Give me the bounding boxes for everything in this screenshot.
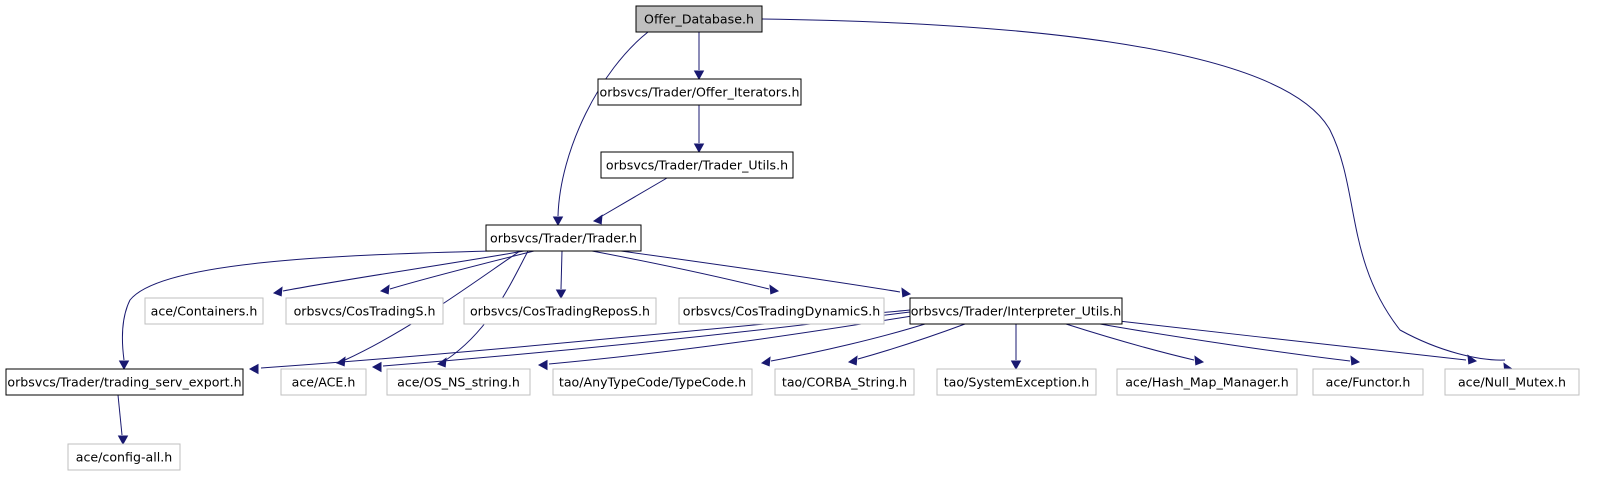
node-label-costradings: orbsvcs/CosTradingS.h — [294, 304, 436, 319]
node-box-trading_serv[interactable] — [5, 368, 244, 396]
arrowhead-trading_serv-to-config_all — [117, 435, 129, 446]
arrowhead-trader-to-costradingdynamic — [769, 284, 780, 295]
node-layer: Offer_Database.h orbsvcs/Trader/Offer_Ite… — [5, 5, 1580, 471]
node-label-trader_utils: orbsvcs/Trader/Trader_Utils.h — [606, 158, 788, 173]
edge-interpreter_utils-to-null_mutex — [1109, 319, 1467, 361]
node-label-costradingrepos: orbsvcs/CosTradingReposS.h — [470, 304, 650, 319]
node-label-trader: orbsvcs/Trader/Trader.h — [490, 231, 637, 246]
node-label-corba_string: tao/CORBA_String.h — [782, 375, 907, 390]
node-box-interpreter_utils[interactable] — [909, 297, 1123, 325]
node-label-ace_ace: ace/ACE.h — [292, 375, 356, 390]
node-corba_string[interactable]: tao/CORBA_String.h — [774, 368, 915, 396]
arrowhead-trader-to-trading_serv — [118, 360, 130, 371]
node-label-config_all: ace/config-all.h — [76, 450, 172, 465]
node-label-offer_database: Offer_Database.h — [644, 12, 754, 27]
arrowhead-interpreter_utils-to-hash_map_manager — [1194, 355, 1205, 366]
node-box-ace_ace[interactable] — [280, 368, 367, 396]
node-box-costradingdynamic[interactable] — [678, 297, 885, 325]
node-null_mutex[interactable]: ace/Null_Mutex.h — [1444, 368, 1580, 396]
node-box-config_all[interactable] — [67, 443, 181, 471]
edge-trader-to-trading_serv — [121, 250, 493, 361]
node-box-hash_map_manager[interactable] — [1116, 368, 1298, 396]
edge-interpreter_utils-to-typecode — [770, 323, 926, 362]
node-box-functor[interactable] — [1312, 368, 1424, 396]
node-box-costradings[interactable] — [285, 297, 444, 325]
node-box-corba_string[interactable] — [774, 368, 915, 396]
edge-trader-to-containers — [282, 250, 525, 292]
node-trader[interactable]: orbsvcs/Trader/Trader.h — [485, 224, 642, 252]
node-os_ns_string[interactable]: ace/OS_NS_string.h — [386, 368, 531, 396]
node-box-containers[interactable] — [144, 297, 264, 325]
arrowhead-interpreter_utils-to-systemexception — [1010, 360, 1022, 371]
node-box-null_mutex[interactable] — [1444, 368, 1580, 396]
node-ace_ace[interactable]: ace/ACE.h — [280, 368, 367, 396]
node-trading_serv[interactable]: orbsvcs/Trader/trading_serv_export.h — [5, 368, 244, 396]
arrowhead-interpreter_utils-to-trading_serv — [248, 363, 259, 375]
arrowhead-trader-to-costradings — [379, 284, 390, 295]
node-box-trader[interactable] — [485, 224, 642, 252]
arrowhead-interpreter_utils-to-os_ns_string — [537, 359, 548, 371]
arrowhead-offer_database-to-offer_iterators — [693, 70, 705, 81]
arrowhead-interpreter_utils-to-typecode — [760, 356, 771, 367]
arrowhead-trader-to-interpreter_utils — [901, 287, 912, 298]
node-offer_iterators[interactable]: orbsvcs/Trader/Offer_Iterators.h — [597, 78, 802, 106]
node-box-trader_utils[interactable] — [600, 151, 794, 179]
node-functor[interactable]: ace/Functor.h — [1312, 368, 1424, 396]
node-label-containers: ace/Containers.h — [151, 304, 258, 319]
node-trader_utils[interactable]: orbsvcs/Trader/Trader_Utils.h — [600, 151, 794, 179]
node-costradingdynamic[interactable]: orbsvcs/CosTradingDynamicS.h — [678, 297, 885, 325]
edge-interpreter_utils-to-functor — [1099, 323, 1351, 362]
arrowhead-offer_iterators-to-trader_utils — [693, 143, 705, 154]
node-containers[interactable]: ace/Containers.h — [144, 297, 264, 325]
arrowhead-trader_utils-to-trader — [592, 214, 603, 225]
node-hash_map_manager[interactable]: ace/Hash_Map_Manager.h — [1116, 368, 1298, 396]
arrowhead-interpreter_utils-to-null_mutex — [1467, 354, 1478, 365]
node-box-offer_database[interactable] — [635, 5, 763, 33]
node-label-systemexception: tao/SystemException.h — [944, 375, 1090, 390]
node-label-offer_iterators: orbsvcs/Trader/Offer_Iterators.h — [600, 85, 800, 100]
node-typecode[interactable]: tao/AnyTypeCode/TypeCode.h — [552, 368, 753, 396]
node-label-os_ns_string: ace/OS_NS_string.h — [397, 375, 520, 390]
node-costradings[interactable]: orbsvcs/CosTradingS.h — [285, 297, 444, 325]
edge-trader-to-costradings — [389, 250, 535, 290]
edge-trader_utils-to-trader — [601, 177, 668, 217]
edge-offer_database-to-null_mutex — [761, 18, 1506, 361]
node-box-os_ns_string[interactable] — [386, 368, 531, 396]
arrowhead-interpreter_utils-to-functor — [1350, 355, 1361, 366]
node-config_all[interactable]: ace/config-all.h — [67, 443, 181, 471]
arrowhead-trader-to-os_ns_string — [436, 357, 447, 368]
edge-offer_database-to-trader — [557, 31, 649, 217]
node-systemexception[interactable]: tao/SystemException.h — [936, 368, 1097, 396]
node-label-hash_map_manager: ace/Hash_Map_Manager.h — [1125, 375, 1289, 390]
arrowhead-interpreter_utils-to-ace_ace — [371, 361, 382, 373]
arrowhead-offer_database-to-trader — [552, 216, 564, 227]
edge-trader-to-costradingdynamic — [591, 250, 770, 290]
edge-trader-to-interpreter_utils — [620, 250, 901, 293]
edge-interpreter_utils-to-hash_map_manager — [1065, 323, 1195, 361]
node-box-systemexception[interactable] — [936, 368, 1097, 396]
node-box-costradingrepos[interactable] — [463, 297, 657, 325]
node-label-typecode: tao/AnyTypeCode/TypeCode.h — [559, 375, 746, 390]
edge-trading_serv-to-config_all — [117, 394, 123, 436]
node-label-costradingdynamic: orbsvcs/CosTradingDynamicS.h — [683, 304, 880, 319]
arrowhead-trader-to-costradingrepos — [555, 289, 567, 300]
node-label-null_mutex: ace/Null_Mutex.h — [1458, 375, 1566, 390]
edge-trader-to-costradingrepos — [560, 250, 563, 290]
arrowhead-interpreter_utils-to-corba_string — [847, 355, 858, 366]
node-label-interpreter_utils: orbsvcs/Trader/Interpreter_Utils.h — [911, 304, 1122, 319]
node-costradingrepos[interactable]: orbsvcs/CosTradingReposS.h — [463, 297, 657, 325]
arrowhead-trader-to-containers — [272, 286, 283, 297]
node-box-offer_iterators[interactable] — [597, 78, 802, 106]
node-interpreter_utils[interactable]: orbsvcs/Trader/Interpreter_Utils.h — [909, 297, 1123, 325]
node-label-trading_serv: orbsvcs/Trader/trading_serv_export.h — [7, 375, 241, 390]
node-offer_database[interactable]: Offer_Database.h — [635, 5, 763, 33]
node-box-typecode[interactable] — [552, 368, 753, 396]
edge-interpreter_utils-to-corba_string — [857, 323, 966, 360]
node-label-functor: ace/Functor.h — [1326, 375, 1411, 390]
